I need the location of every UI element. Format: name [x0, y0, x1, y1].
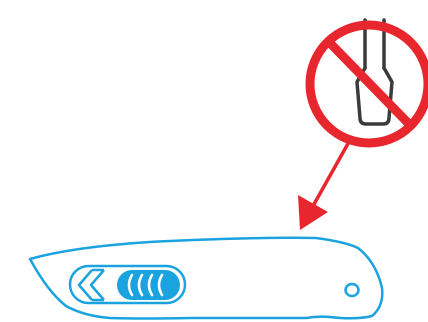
no-screwdriver-icon [310, 20, 428, 143]
blade-guard-marks [79, 270, 104, 300]
cutter-body-outline [30, 238, 382, 319]
prohibition-slash [328, 41, 411, 126]
pointer-arrow-icon [298, 140, 350, 230]
lanyard-hole [346, 284, 359, 296]
safety-cutter-icon [30, 238, 382, 319]
